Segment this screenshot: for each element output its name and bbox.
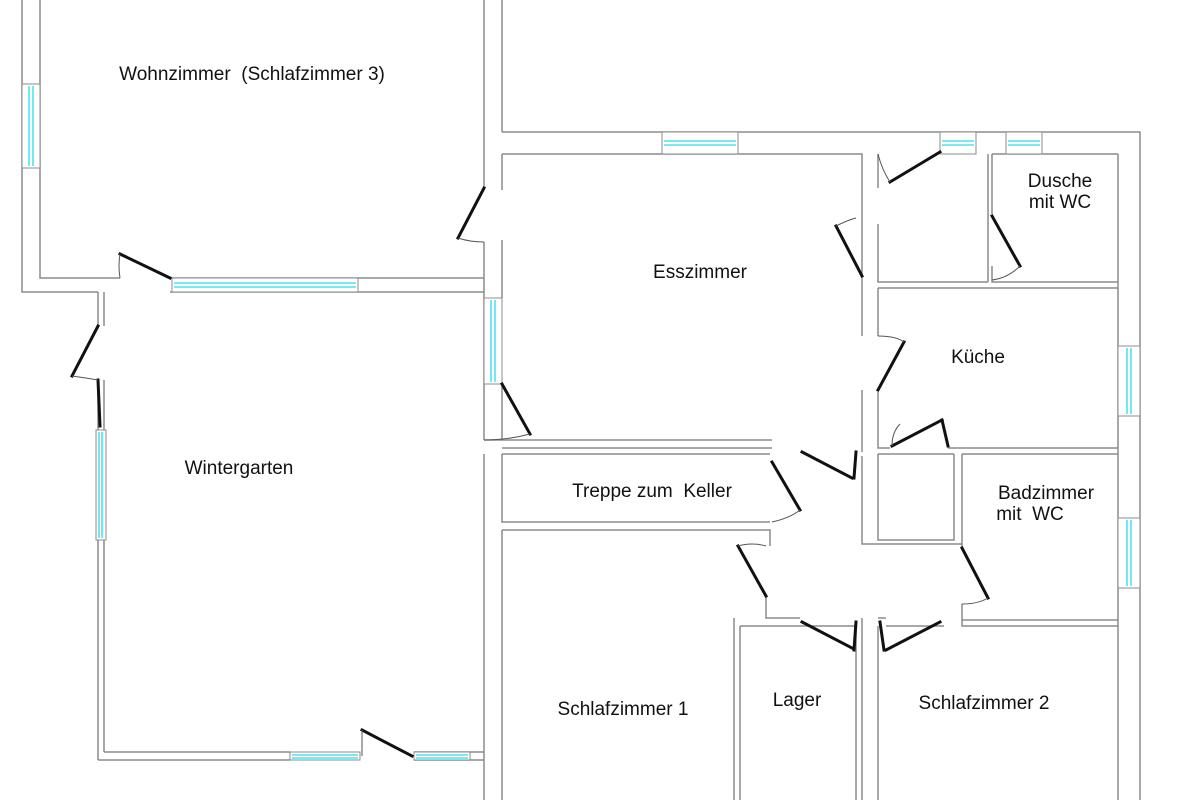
door-wohnzimmer-wintergarten	[117, 251, 173, 281]
wall-esszimmer-left	[483, 154, 503, 440]
windows	[21, 83, 1141, 761]
door-wintergarten-left	[69, 323, 102, 428]
window-wohnzimmer-bottom	[171, 277, 359, 293]
door-wintergarten-bottom	[359, 727, 415, 759]
wall-flur-top	[877, 154, 988, 283]
wall-bad	[878, 453, 1118, 627]
door-lager	[799, 619, 858, 652]
label-kueche: Küche	[951, 347, 1005, 368]
window-bad-right	[1117, 517, 1141, 589]
room-labels: Wohnzimmer (Schlafzimmer 3) Esszimmer Du…	[119, 64, 1095, 720]
wall-schlaf1	[501, 529, 856, 800]
window-dusche-top	[1005, 131, 1043, 155]
label-badzimmer-line1: Badzimmer	[998, 483, 1095, 504]
wall-wintergarten-left	[97, 292, 105, 760]
window-kueche-right	[1117, 345, 1141, 417]
door-wohnzimmer-esszimmer	[455, 185, 487, 243]
door-esszimmer-flur	[833, 217, 865, 279]
wall-wohnzimmer-right	[483, 0, 503, 188]
door-treppe	[769, 459, 803, 523]
label-wohnzimmer: Wohnzimmer (Schlafzimmer 3)	[119, 64, 385, 85]
window-wintergarten-bottom-1	[289, 751, 361, 761]
door-schlafzimmer2	[878, 619, 943, 653]
label-schlafzimmer1: Schlafzimmer 1	[558, 699, 689, 720]
wall-abstell	[861, 454, 962, 545]
window-esszimmer-top	[661, 131, 739, 155]
label-esszimmer: Esszimmer	[653, 262, 748, 283]
label-schlafzimmer2: Schlafzimmer 2	[919, 693, 1050, 714]
label-dusche-line2: mit WC	[1029, 192, 1091, 213]
walls	[21, 0, 1141, 800]
door-kueche-abstell	[889, 417, 950, 449]
label-treppe: Treppe zum Keller	[572, 481, 732, 502]
door-kueche	[875, 335, 907, 393]
wall-kueche	[877, 287, 1118, 449]
wall-lager-right	[855, 617, 944, 800]
door-flur-aussen	[877, 149, 943, 185]
door-dusche	[989, 213, 1023, 281]
wall-wintergarten-bottom	[98, 751, 484, 761]
wall-dusche	[987, 153, 1118, 283]
window-wintergarten-bottom-2	[413, 751, 471, 761]
door-bad	[959, 545, 991, 605]
wall-treppe	[483, 453, 770, 800]
wall-wohnzimmer-inner	[39, 0, 120, 279]
label-wintergarten: Wintergarten	[185, 458, 294, 479]
door-wintergarten-esszimmer	[483, 381, 533, 441]
window-wintergarten-left	[95, 429, 107, 541]
door-esszimmer-flur-unten	[799, 449, 858, 481]
door-schlafzimmer1	[735, 543, 769, 599]
label-dusche-line1: Dusche	[1028, 171, 1092, 192]
window-esszimmer-left	[483, 297, 503, 385]
window-wohnzimmer-left	[21, 83, 41, 169]
wall-esszimmer-left-lower	[484, 382, 772, 449]
label-lager: Lager	[773, 690, 822, 711]
label-badzimmer-line2: mit WC	[996, 504, 1064, 525]
window-flur-top	[939, 131, 977, 155]
doors	[69, 149, 1023, 759]
